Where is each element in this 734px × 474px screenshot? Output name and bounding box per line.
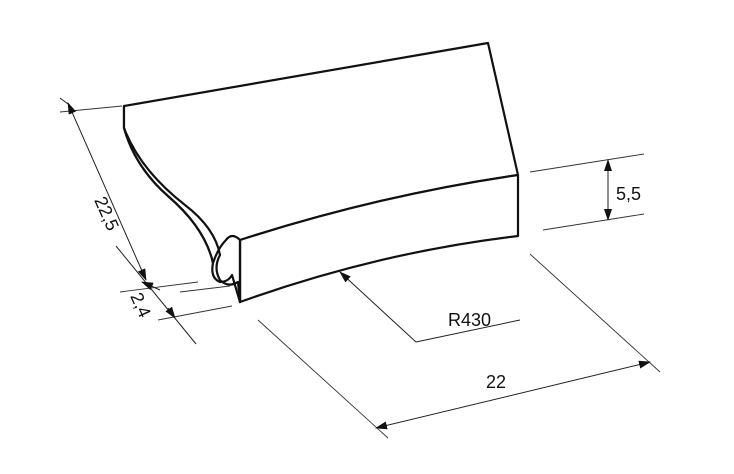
dimension-radius: R430	[339, 271, 521, 343]
height-label: 5,5	[616, 184, 641, 204]
dimension-width: 22	[257, 253, 661, 439]
lip-edge	[215, 253, 242, 304]
lip-profile	[122, 106, 242, 304]
width-label: 22	[486, 372, 506, 392]
front-face	[238, 173, 520, 304]
length-label: 22,5	[90, 193, 123, 233]
lip-label: 2,4	[126, 289, 154, 320]
radius-label: R430	[448, 310, 491, 330]
coping-stone	[122, 41, 520, 304]
dimension-height: 5,5	[529, 153, 645, 231]
